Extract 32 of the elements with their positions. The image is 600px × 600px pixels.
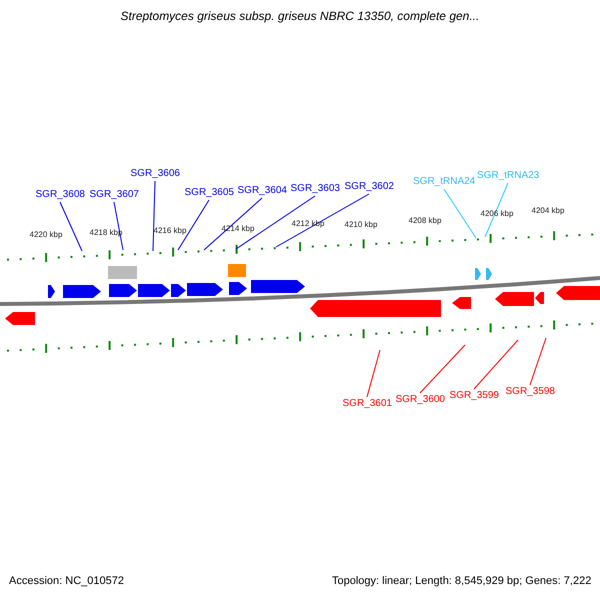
gene-label: SGR_3604: [238, 185, 287, 197]
leader-line: [204, 198, 262, 250]
leader-line: [530, 338, 546, 386]
leader-line: [178, 200, 210, 250]
gene-label: SGR_3599: [450, 390, 499, 402]
gene-label: SGR_3603: [290, 183, 340, 195]
leader-line: [484, 182, 508, 238]
gene-label: SGR_3600: [396, 394, 445, 406]
accession-text: Accession: NC_010572: [9, 575, 124, 587]
gene-label: SGR_3598: [506, 386, 555, 398]
gene-label: SGR_3605: [184, 187, 234, 199]
gene-label: SGR_3607: [90, 189, 139, 201]
gene-label: SGR_3601: [342, 398, 392, 410]
scale-label: 4204 kbp: [532, 206, 564, 215]
leader-line: [152, 180, 156, 252]
leader-line: [366, 350, 380, 398]
genome-summary-text: Topology: linear; Length: 8,545,929 bp; Genes: 7,222: [332, 575, 592, 587]
gene-label: SGR_tRNA23: [477, 170, 540, 182]
leader-line: [236, 196, 316, 250]
scale-label: 4208 kbp: [408, 216, 442, 225]
leader-line: [276, 194, 370, 248]
gene-label: SGR_3606: [130, 168, 180, 180]
gene-label: SGR_tRNA24: [413, 176, 476, 188]
scale-label: 4220 kbp: [30, 230, 62, 239]
gene-label: SGR_3608: [36, 189, 85, 201]
gene-label: SGR_3602: [344, 181, 394, 193]
leader-line: [474, 340, 518, 390]
title: Streptomyces griseus subsp. griseus NBRC 13350, complete gen...: [120, 10, 480, 22]
leader-line: [420, 344, 466, 394]
leader-line: [444, 188, 476, 238]
scale-label: 4210 kbp: [344, 220, 378, 229]
leader-line: [60, 202, 82, 252]
